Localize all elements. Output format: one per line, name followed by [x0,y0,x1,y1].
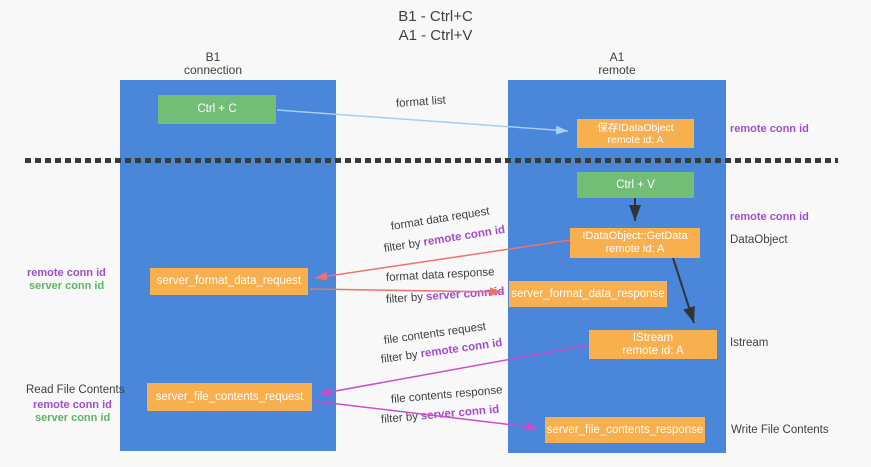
server-file-contents-response-label: server_file_contents_response [546,423,704,436]
diagram-title: B1 - Ctrl+C A1 - Ctrl+V [0,7,871,45]
filter-by-text: filter by [385,291,424,306]
left-remote-conn-id-top: remote conn id [27,267,106,279]
istream-box: IStream remote id: A [589,330,717,359]
left-remote-conn-id-bottom: remote conn id [33,399,112,411]
server-format-data-request-box: server_format_data_request [150,268,308,295]
filter-by-text: filter by [380,348,419,366]
format-list-label: format list [395,94,447,110]
lifeline-a1-role: remote [598,63,636,77]
lifeline-b1-role: connection [183,63,243,77]
ctrl-v-box: Ctrl + V [577,172,694,198]
save-dataobject-line1: 保存IDataObject [597,121,674,134]
filter-by-text: filter by [380,410,419,426]
getdata-line1: IDataObject::GetData [582,230,688,242]
dashed-separator [25,158,838,163]
left-server-conn-id-top: server conn id [29,280,105,292]
title-line-1: B1 - Ctrl+C [398,8,473,25]
right-remote-conn-id-top: remote conn id [730,123,809,135]
filter-by-text: filter by [383,237,422,255]
read-file-contents-label: Read File Contents [26,384,125,396]
remote-conn-id-text: remote conn id [422,223,506,249]
istream-line2: remote id: A [622,344,684,357]
istream-line1: IStream [632,331,674,344]
server-format-data-response-box: server_format_data_response [509,281,667,307]
left-server-conn-id-bottom: server conn id [35,412,111,424]
server-conn-id-text: server conn id [425,285,505,304]
server-format-data-response-label: server_format_data_response [511,287,665,300]
write-file-contents-label: Write File Contents [731,424,829,436]
remote-conn-id-text: remote conn id [419,337,504,361]
lifeline-header-a1: A1 remote [557,51,677,77]
getdata-box: IDataObject::GetData remote id: A [570,228,700,258]
ctrl-c-box: Ctrl + C [158,95,276,124]
getdata-line2: remote id: A [605,243,665,255]
title-line-2: A1 - Ctrl+V [398,27,473,44]
save-dataobject-line2: remote id: A [607,133,664,146]
file-contents-response-label: file contents response [390,384,503,406]
server-file-contents-request-label: server_file_contents_request [155,390,304,403]
server-file-contents-request-box: server_file_contents_request [147,383,312,411]
save-dataobject-box: 保存IDataObject remote id: A [577,119,694,148]
lifeline-b1-name: B1 [205,50,221,64]
right-remote-conn-id-mid: remote conn id [730,211,809,223]
server-conn-id-text: server conn id [420,403,500,423]
ctrl-v-label: Ctrl + V [616,178,655,191]
lifeline-a1-name: A1 [609,50,625,64]
server-file-contents-response-box: server_file_contents_response [545,417,705,443]
dataobject-label: DataObject [730,234,788,246]
istream-side-label: Istream [730,337,769,349]
server-format-data-request-label: server_format_data_request [156,275,302,287]
ctrl-c-label: Ctrl + C [197,103,237,115]
format-data-response-label: format data response [385,266,495,284]
lifeline-header-b1: B1 connection [153,51,273,77]
